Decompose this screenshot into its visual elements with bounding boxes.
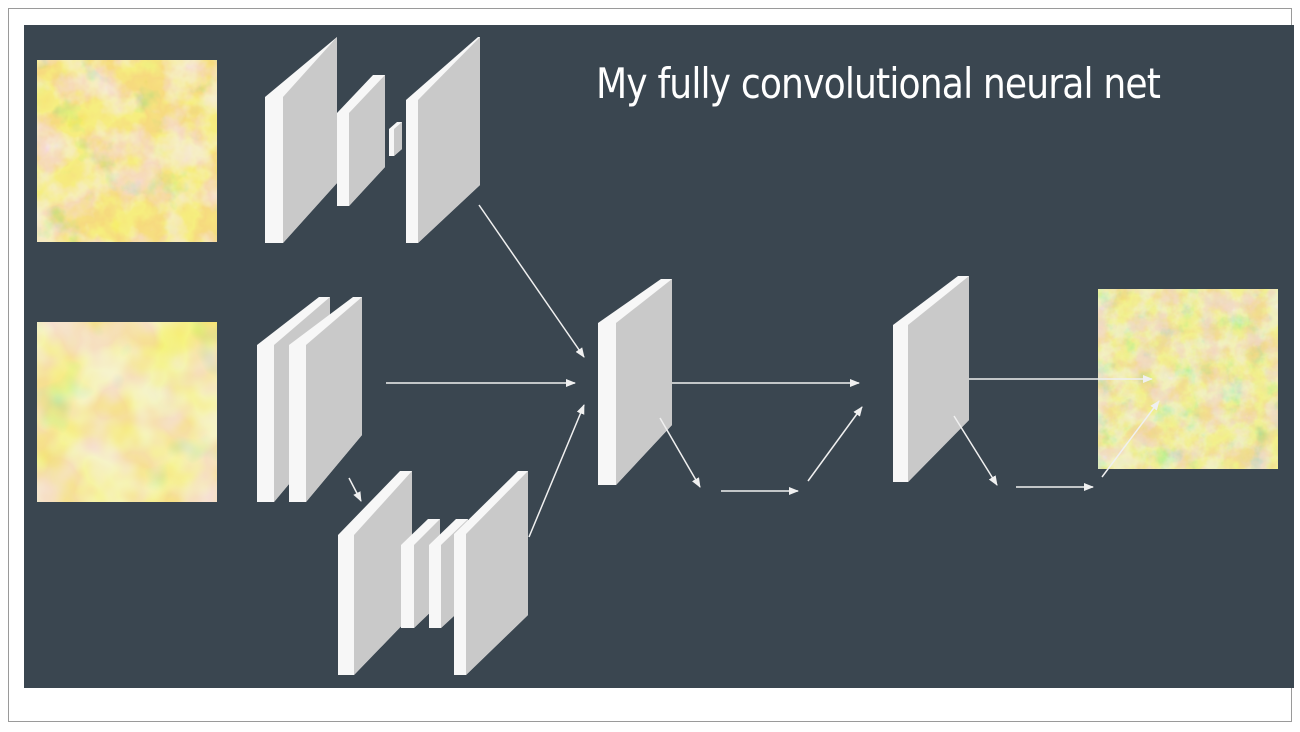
slide-title: My fully convolutional neural net (596, 59, 1161, 108)
layer-block (406, 37, 480, 243)
arrow-middle-to-bottom (348, 477, 362, 502)
layer-block (265, 37, 337, 243)
bottom-encoder-branch (338, 471, 528, 675)
arrow-merge2-down (953, 415, 998, 486)
arrow-merge1-down (659, 417, 701, 488)
layer-block (389, 122, 402, 156)
layer-block (337, 75, 385, 206)
input-terrain-map-2 (37, 322, 217, 502)
slide-frame: My fully convolutional neural net (8, 8, 1294, 722)
top-encoder-branch (265, 37, 480, 243)
input-terrain-map-1 (37, 60, 217, 242)
arrow-top-to-merge1 (478, 204, 585, 358)
layer-block (454, 471, 528, 675)
network-diagram (37, 37, 1278, 675)
arrow-skip-to-output (1101, 400, 1160, 478)
merge-layer-2 (893, 276, 969, 482)
merge-layer-1 (598, 279, 672, 485)
middle-branch (257, 297, 362, 502)
arrow-skip-to-merge2 (807, 406, 863, 482)
connection-arrows (348, 204, 1160, 538)
layer-block (289, 297, 362, 502)
slide: My fully convolutional neural net (24, 25, 1294, 688)
arrow-bottom-to-merge1 (528, 404, 585, 538)
layer-block (338, 471, 412, 675)
